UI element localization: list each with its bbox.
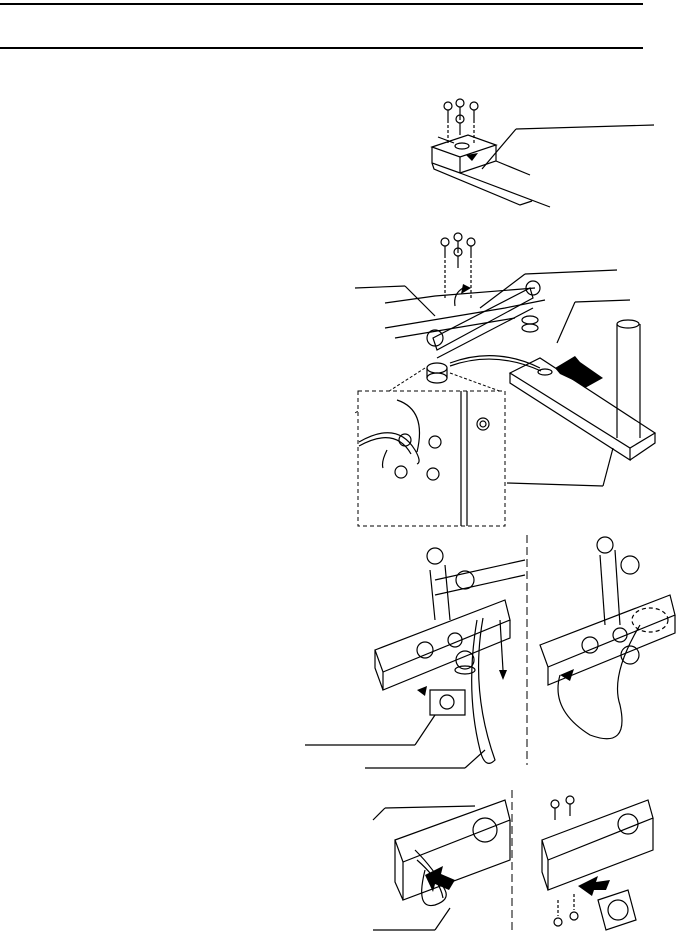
figure-step-2: [354, 228, 665, 528]
step-2-illustration: [354, 232, 657, 487]
step-3-right-illustration: [539, 536, 676, 740]
step-4-left-illustration: [372, 799, 511, 931]
figure-step-4-right: [518, 790, 658, 940]
arrow-icon: [466, 153, 478, 161]
insert-arrow-icon: [555, 356, 603, 388]
panel-divider: [526, 535, 528, 765]
arrow-icon: [417, 686, 427, 696]
arrow-icon: [578, 876, 610, 896]
step-3-left-illustration: [305, 547, 526, 769]
arrow-icon: [499, 670, 507, 680]
screw-icon: [443, 98, 479, 135]
step-1-illustration: [430, 98, 655, 208]
header-rule-top: [0, 3, 643, 5]
figure-step-1: [420, 95, 660, 215]
arrow-icon: [461, 284, 471, 294]
detail-inset: [357, 390, 506, 527]
figure-step-4-left: [355, 790, 515, 940]
figure-step-2-detail: [357, 390, 507, 528]
panel-divider: [511, 790, 513, 930]
step-4-right-illustration: [541, 795, 654, 931]
insert-arrow-icon: [425, 866, 455, 892]
figure-step-3-right: [530, 535, 680, 765]
arrow-icon: [560, 669, 574, 681]
figure-step-3-left: [305, 540, 526, 770]
header-rule-bottom: [0, 47, 643, 49]
